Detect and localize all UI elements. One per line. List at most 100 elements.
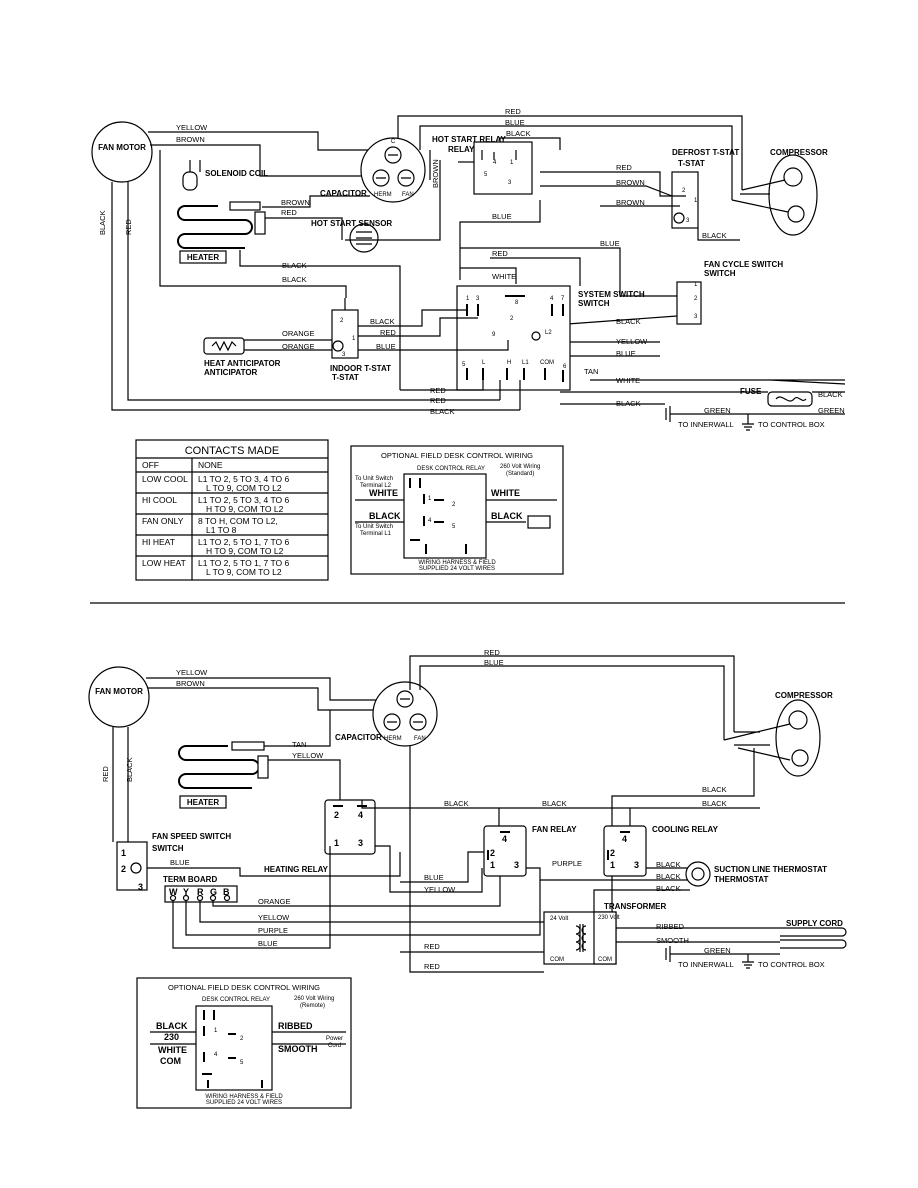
top-hsr-4: 4 <box>493 160 497 166</box>
top-wire-black-tstat-label: BLACK <box>282 275 307 284</box>
top-heat-anticipator-label-2: ANTICIPATOR <box>204 368 258 377</box>
top-defrost-tstat-label-2: T-STAT <box>678 159 705 168</box>
top-fan-cycle-switch: FAN CYCLE SWITCH SWITCH 1 2 3 <box>676 260 783 325</box>
bottom-wire-black-hr-label: BLACK <box>444 799 469 808</box>
bottom-optional-power: Power <box>326 1036 343 1042</box>
contacts-row-contacts: H TO 9, COM TO L2 <box>206 504 284 514</box>
top-wire-red-left <box>127 182 500 401</box>
bottom-wire-blue-tb-label: BLUE <box>258 939 278 948</box>
bottom-fr-2: 2 <box>490 848 495 858</box>
bottom-cr-4: 4 <box>622 834 627 844</box>
bottom-optional-note-2: (Remote) <box>300 1003 325 1009</box>
top-wire-red-top-label: RED <box>505 107 521 116</box>
top-ss-l2: L2 <box>545 330 552 336</box>
bottom-opt-5: 5 <box>240 1060 244 1066</box>
top-to-control-box: TO CONTROL BOX <box>758 420 825 429</box>
bottom-hr-3: 3 <box>358 838 363 848</box>
top-wire-vertical-stubs <box>499 380 521 410</box>
bottom-suction-line-thermostat: SUCTION LINE THERMOSTAT THERMOSTAT <box>685 861 827 887</box>
bottom-wire-black-vert-label: BLACK <box>125 757 134 782</box>
bottom-wire-black-cr-label: BLACK <box>542 799 567 808</box>
bottom-wire-blue-fr <box>400 851 484 883</box>
top-hot-start-relay-label: HOT START RELAY <box>432 135 506 144</box>
bottom-wire-yellow-label: YELLOW <box>176 668 208 677</box>
bottom-wire-black-st2-label: BLACK <box>656 872 681 881</box>
bottom-optional-230: 230 <box>164 1032 179 1042</box>
bottom-cr-2: 2 <box>610 848 615 858</box>
top-wire-blue-fcs-2-label: BLUE <box>616 349 636 358</box>
bottom-wire-red-black-vert <box>112 727 129 842</box>
top-wire-yellow-fcs-label: YELLOW <box>616 337 648 346</box>
top-wire-red-2-label: RED <box>281 208 297 217</box>
top-hot-start-sensor-label: HOT START SENSOR <box>311 219 392 228</box>
top-defrost-3: 3 <box>686 218 690 224</box>
top-opt-4: 4 <box>428 518 432 524</box>
bottom-ground: GREEN TO INNERWALL TO CONTROL BOX <box>665 946 825 969</box>
top-hot-start-relay-label-2: RELAY <box>448 145 475 154</box>
top-optional-white-right: WHITE <box>491 488 520 498</box>
top-wire-white-out <box>760 379 846 385</box>
top-compressor-label: COMPRESSOR <box>770 148 828 157</box>
top-wire-white-fuse-label: WHITE <box>616 376 640 385</box>
bottom-capacitor: CAPACITOR HERM FAN <box>335 681 438 747</box>
top-wire-yellow <box>148 131 380 151</box>
top-capacitor-terminal-c: C <box>391 139 396 145</box>
bottom-wire-tan-label: TAN <box>292 740 306 749</box>
bottom-compressor-label: COMPRESSOR <box>775 691 833 700</box>
top-ss-1: 1 <box>466 296 470 302</box>
top-wire-red-ss-2-label: RED <box>380 328 396 337</box>
top-ss-2: 2 <box>510 316 514 322</box>
top-optional-black-left: BLACK <box>369 511 401 521</box>
bottom-optional-note-1: 260 Volt Wiring <box>294 996 334 1002</box>
bottom-transformer-label: TRANSFORMER <box>604 902 666 911</box>
top-optional-footer-1: WIRING HARNESS & FIELD <box>418 560 496 566</box>
bottom-wire-purple-label: PURPLE <box>552 859 582 868</box>
bottom-optional-cord: Cord <box>328 1043 341 1049</box>
top-wire-blue-ss <box>358 340 509 351</box>
top-optional-black-right: BLACK <box>491 511 523 521</box>
top-solenoid-coil: SOLENOID COIL <box>182 160 268 191</box>
top-diagram: FAN MOTOR YELLOW BROWN BLACK RED SOLENOI… <box>91 107 846 581</box>
bottom-to-control-box: TO CONTROL BOX <box>758 960 825 969</box>
top-wire-black-ss-label: BLACK <box>370 317 395 326</box>
top-ss-5: 5 <box>462 362 466 368</box>
top-opt-1: 1 <box>428 496 432 502</box>
contacts-row-contacts: L TO 9, COM TO L2 <box>206 567 282 577</box>
top-wire-orange-2-label: ORANGE <box>282 342 315 351</box>
top-ss-9: 9 <box>492 332 496 338</box>
bottom-capacitor-label: CAPACITOR <box>335 733 382 742</box>
bottom-opt-4: 4 <box>214 1052 218 1058</box>
bottom-fss-3: 3 <box>138 882 143 892</box>
bottom-wire-purple-tb-label: PURPLE <box>258 926 288 935</box>
bottom-cr-1: 1 <box>610 860 615 870</box>
top-fcs-2: 2 <box>694 296 698 302</box>
bottom-optional-com: COM <box>160 1056 181 1066</box>
top-wire-brown-2-label: BROWN <box>281 198 310 207</box>
bottom-fan-motor-label: FAN MOTOR <box>95 687 143 696</box>
bottom-wire-black-tr-label: BLACK <box>656 884 681 893</box>
bottom-fan-motor: FAN MOTOR <box>88 666 150 728</box>
bottom-optional-wiring: OPTIONAL FIELD DESK CONTROL WIRING DESK … <box>136 977 352 1109</box>
bottom-supply-cord: SUPPLY CORD <box>780 919 847 949</box>
bottom-fss-1: 1 <box>121 848 126 858</box>
bottom-wire-black-cr2-label: BLACK <box>702 799 727 808</box>
top-wire-red-defrost-label: RED <box>616 163 632 172</box>
bottom-wire-black-st-label: BLACK <box>656 860 681 869</box>
bottom-fr-4: 4 <box>502 834 507 844</box>
top-wire-green-1-label: GREEN <box>704 406 731 415</box>
bottom-wire-blue-fr-label: BLUE <box>424 873 444 882</box>
top-defrost-tstat-label: DEFROST T-STAT <box>672 148 739 157</box>
bottom-wire-red-vert-label: RED <box>101 766 110 782</box>
top-hsr-3: 3 <box>508 180 512 186</box>
top-fan-cycle-switch-label-2: SWITCH <box>704 269 736 278</box>
bottom-fr-1: 1 <box>490 860 495 870</box>
bottom-wire-blue-fss <box>147 852 401 877</box>
contacts-row-mode: LOW COOL <box>142 474 188 484</box>
top-optional-note-2: (Standard) <box>506 471 534 477</box>
bottom-term-r: R <box>197 887 204 897</box>
bottom-heating-relay-label: HEATING RELAY <box>264 865 329 874</box>
top-optional-wiring: OPTIONAL FIELD DESK CONTROL WIRING DESK … <box>350 445 564 575</box>
top-it-3: 3 <box>342 352 346 358</box>
bottom-wire-black-tr <box>593 889 690 912</box>
